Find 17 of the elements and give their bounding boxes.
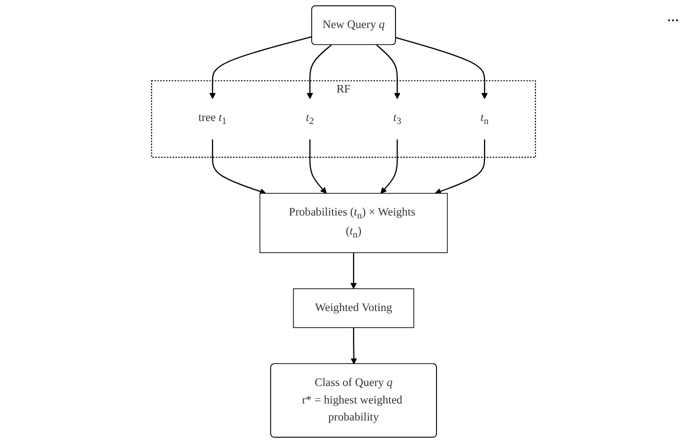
arrow	[350, 252, 357, 290]
node-box: Weighted Voting	[293, 288, 414, 328]
node-text: tree t$_{1}$	[198, 112, 227, 126]
ellipsis-label: ...	[667, 8, 679, 26]
arrow	[376, 44, 400, 100]
arrow	[209, 36, 312, 100]
node-text: t$_{3}$	[393, 112, 402, 126]
arrow	[380, 139, 398, 194]
node-box: Probabilities (t$_{n}$) × Weights (t$_{n}$)	[260, 192, 448, 254]
arrow	[306, 44, 332, 100]
arrow	[396, 37, 488, 100]
node-text: t$_{n}$	[480, 112, 489, 126]
arrow	[434, 139, 486, 194]
arrow	[350, 328, 357, 364]
arrow	[309, 139, 327, 194]
arrow	[212, 139, 266, 194]
node-text: t$_{2}$	[306, 112, 314, 126]
